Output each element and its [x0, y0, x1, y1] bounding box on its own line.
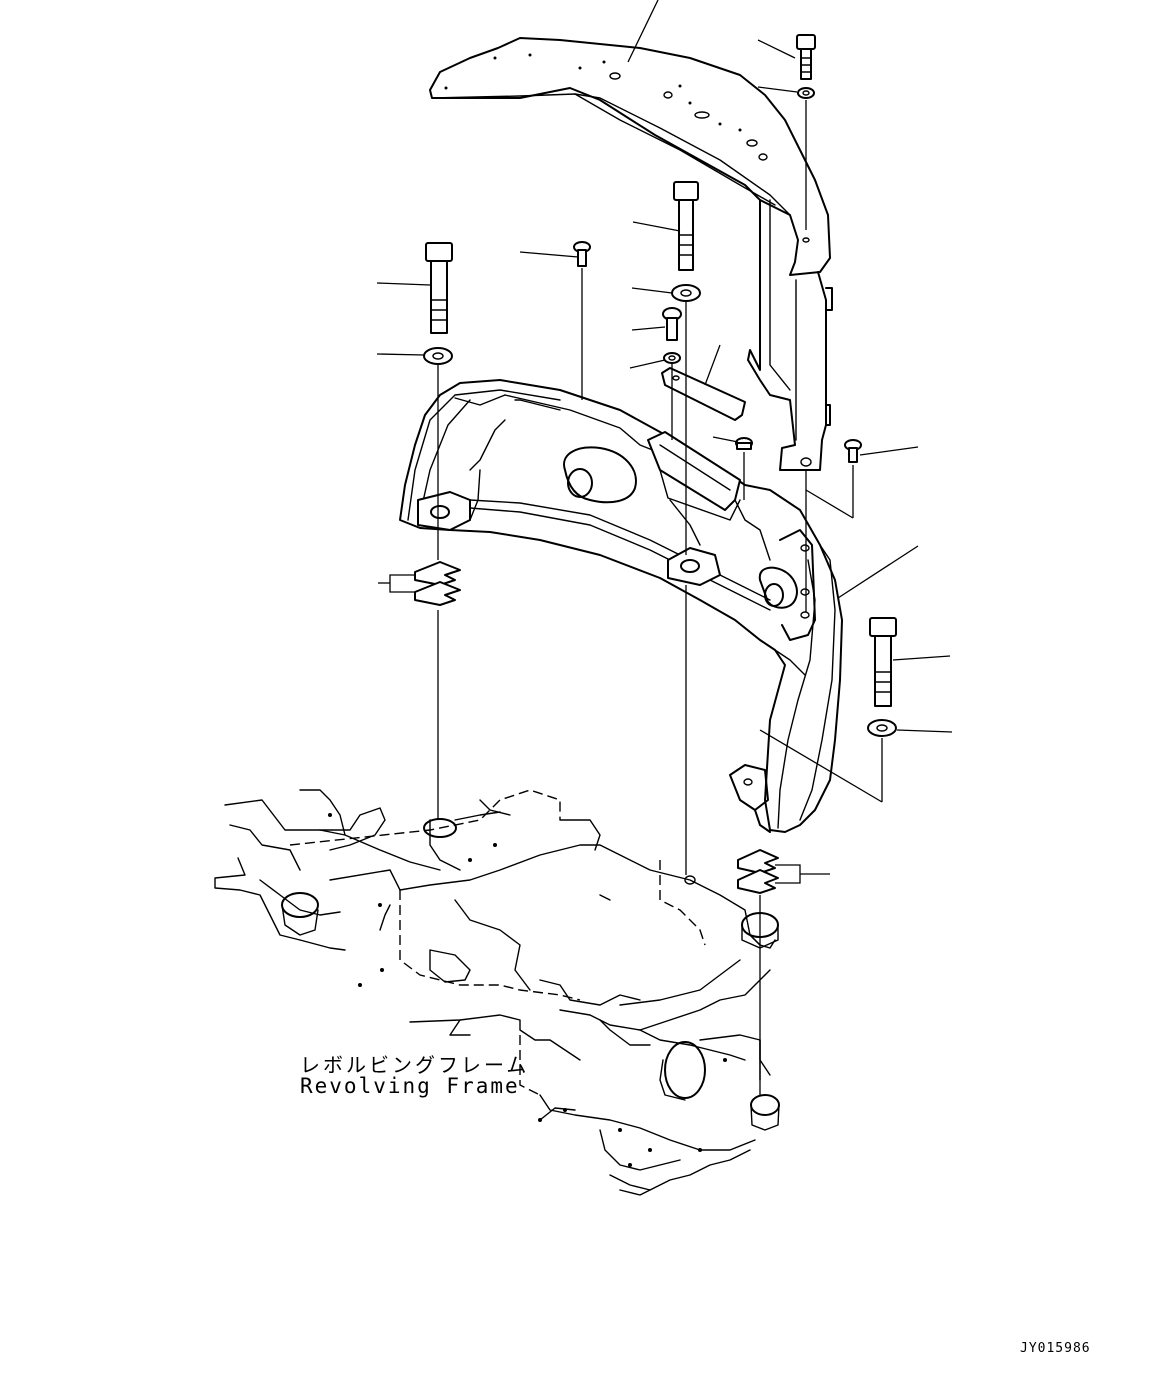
- upper-support-bracket: [429, 37, 833, 471]
- bolt-left-long: [425, 242, 453, 334]
- frame-label-en: Revolving Frame: [300, 1074, 520, 1098]
- screw-right: [844, 439, 862, 463]
- washer: [663, 352, 681, 364]
- washer: [797, 87, 815, 99]
- washer: [867, 719, 897, 737]
- alignment-lines: [437, 100, 883, 1095]
- screw-small: [662, 307, 682, 341]
- drawing-code: JY015986: [1020, 1341, 1091, 1356]
- shim-right: [737, 849, 779, 894]
- shim-left: [414, 561, 461, 606]
- cap-plug: [735, 437, 753, 450]
- washer: [671, 284, 701, 302]
- bracket-plate: [661, 367, 746, 421]
- frame-label-ja: レボルビングフレーム: [300, 1053, 530, 1077]
- bolt-center-long: [673, 181, 699, 271]
- bolt-top-right: [796, 34, 816, 80]
- leader-lines: [376, 0, 953, 884]
- counterweight: [399, 379, 843, 833]
- screw-top-center: [573, 241, 591, 267]
- bolt-right-long: [869, 617, 897, 707]
- revolving-frame: [214, 789, 780, 1196]
- washer: [423, 347, 453, 365]
